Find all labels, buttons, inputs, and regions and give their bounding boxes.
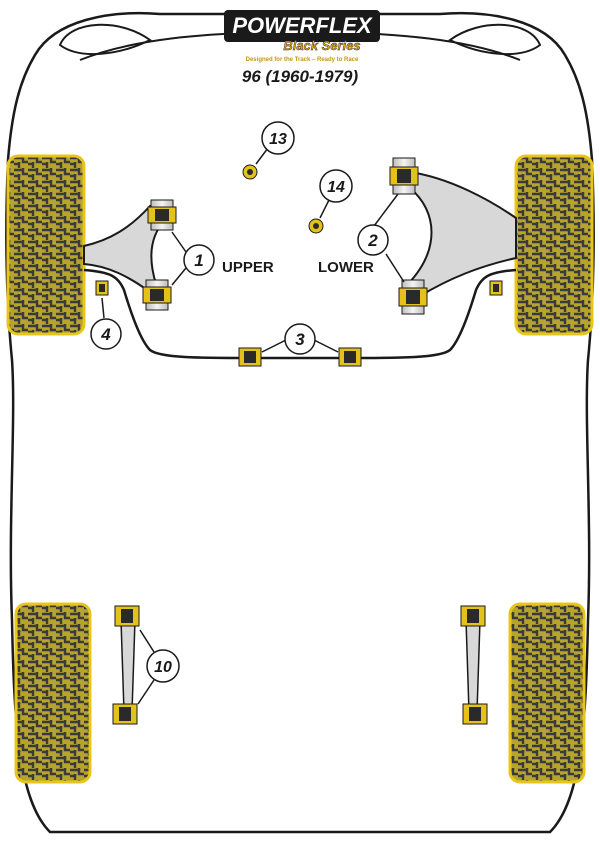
upper-front-bush [147,199,177,231]
car-body-outline [5,11,595,834]
brand-tagline: Designed for the Track – Ready to Race [246,57,359,63]
callout-14-number: 14 [327,179,345,196]
callout-13-arrow [255,147,269,165]
callout-2: 2 [357,224,389,256]
callout-4-number: 4 [100,325,111,344]
vehicle-model-title: 96 (1960-1979) [242,67,359,86]
bush-14 [308,218,324,234]
callout-10-number: 10 [154,659,172,676]
callout-3-number: 3 [295,330,305,349]
callout-4: 4 [90,318,122,350]
callout-1-number: 1 [194,251,203,270]
callout-13-number: 13 [269,131,287,148]
bush-13 [242,164,258,180]
callout-1-arrow-lower [171,267,187,286]
callout-10-arrow-lower [137,679,155,705]
callout-1: 1 [183,244,215,276]
rear-right-tyre [508,602,586,784]
lower-rear-bush [398,279,428,315]
callout-2-arrow-upper [373,193,399,227]
callout-2-arrow-lower [385,253,405,283]
left-upper-wishbone [83,204,167,294]
callout-10-arrow-upper [139,629,155,653]
lower-label: LOWER [318,259,374,276]
right-arb-link-bush [489,280,503,296]
right-headlight-outline [448,23,542,56]
callout-3-arrow-left [261,339,287,353]
brand-logo: POWERFLEX Black Series Designed for the … [224,10,380,63]
front-left-tyre [6,154,86,336]
callout-14-arrow [319,197,331,219]
left-arb-mount-bush [238,347,262,367]
anti-roll-bar [83,268,517,360]
callout-3-arrow-right [313,339,339,353]
upper-rear-bush [142,279,172,311]
front-right-tyre [514,154,594,336]
brand-series: Black Series [283,38,360,53]
callout-14: 14 [319,169,353,203]
right-lower-wishbone [406,170,517,298]
rear-right-link [460,605,488,725]
left-headlight-outline [58,23,152,56]
callout-1-arrow-upper [171,231,187,253]
callout-10: 10 [146,649,180,683]
callout-2-number: 2 [367,231,378,250]
upper-label: UPPER [222,259,274,276]
callout-3: 3 [284,323,316,355]
rear-left-tyre [14,602,92,784]
lower-front-bush [389,157,419,195]
left-arb-link-bush [95,280,109,296]
right-arb-mount-bush [338,347,362,367]
rear-left-link [112,605,140,725]
callout-4-arrow [101,297,105,319]
callout-13: 13 [261,121,295,155]
brand-name: POWERFLEX [232,13,373,38]
